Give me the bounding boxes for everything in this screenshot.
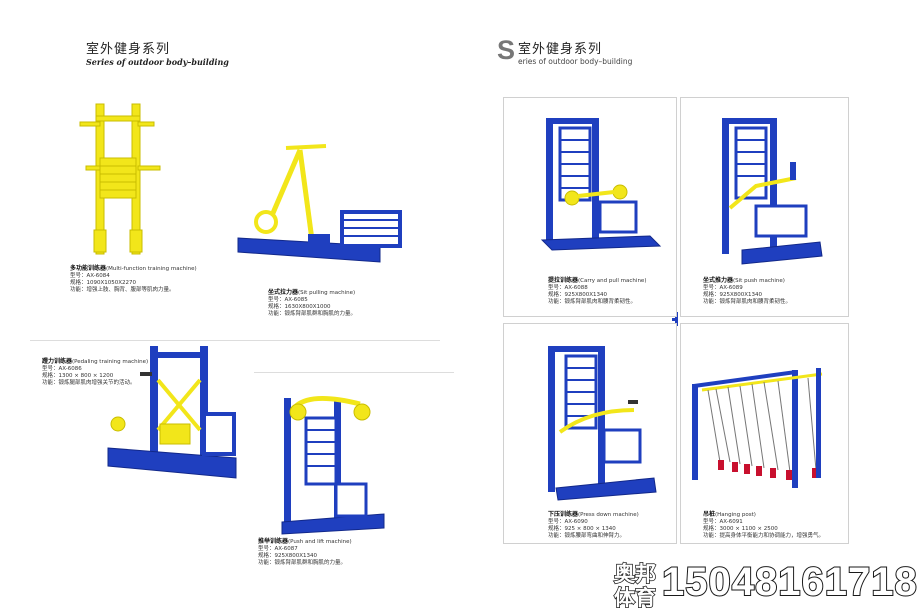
right-title-en: eries of outdoor body–building [518,57,633,66]
product-size: 规格：1090X1050X2270 [70,280,137,286]
divider-line-2 [254,372,454,373]
product-model: 型号：AX-6088 [548,285,588,291]
divider-line [30,340,440,341]
product-name: 多功能训练器 [70,265,107,272]
caption-sit-push: 坐式推力器(Sit push machine) 型号：AX-6089 规格：92… [703,277,791,306]
product-size: 规格：3000 × 1100 × 2500 [703,526,778,532]
product-name-en: (Carry and pull machine) [578,278,647,284]
left-title-en: Series of outdoor body–building [86,57,229,67]
product-name: 推举训练器 [258,538,289,545]
product-model: 型号：AX-6087 [258,546,298,552]
product-name-en: (Sit pulling machine) [298,290,356,296]
product-name-en: (Sit push machine) [733,278,785,284]
caption-press-down: 下压训练器(Press down machine) 型号：AX-6090 规格：… [548,511,639,540]
cross-accent-v [675,312,678,326]
pedaling-machine-illustration [107,346,237,479]
product-model: 型号：AX-6085 [268,297,308,303]
caption-hanging-post: 吊桩(Hanging post) 型号：AX-6091 规格：3000 × 11… [703,511,824,540]
caption-pedaling: 蹬力训练器(Pedaling training machine) 型号：AX-6… [42,358,148,387]
product-size: 规格：925X800X1340 [548,292,608,298]
product-function: 功能：锻炼臂部肌肉和腰背柔韧性。 [548,299,637,305]
sit-push-machine-illustration [722,118,823,265]
caption-multi-function: 多功能训练器(Multi-function training machine) … [70,265,197,294]
product-function: 功能：增强上肢、胸背、腹部等肌肉力量。 [70,287,175,293]
watermark-brand-line1: 奥邦 [613,562,657,586]
product-function: 功能：锻炼腿部肌肉增强关节的活动。 [42,380,136,386]
series-initial: S [497,35,516,65]
product-name-en: (Push and lift machine) [288,539,352,545]
product-name-en: (Hanging post) [715,512,756,518]
left-title-cn: 室外健身系列 [86,42,171,57]
product-name: 提拉训练器 [548,277,579,284]
product-name: 吊桩 [703,511,716,518]
caption-carry-pull: 提拉训练器(Carry and pull machine) 型号：AX-6088… [548,277,646,306]
caption-push-lift: 推举训练器(Push and lift machine) 型号：AX-6087 … [258,538,352,567]
product-model: 型号：AX-6090 [548,519,588,525]
product-size: 规格：925X800X1340 [258,553,318,559]
product-name: 坐式推力器 [703,277,734,284]
product-function: 功能：锻炼臂部肌群和胸肌的力量。 [258,560,347,566]
sit-pulling-machine-illustration [237,144,402,263]
caption-sit-pulling: 坐式拉力器(Sit pulling machine) 型号：AX-6085 规格… [268,289,356,318]
product-function: 功能：锻炼臂部肌肉和腰背柔韧性。 [703,299,792,305]
hanging-post-illustration [692,368,823,488]
product-size: 规格：925 × 800 × 1340 [548,526,616,532]
watermark-brand-line2: 体育 [613,586,657,610]
push-lift-machine-illustration [281,395,385,535]
product-model: 型号：AX-6091 [703,519,743,525]
product-size: 规格：1630X800X1000 [268,304,331,310]
product-model: 型号：AX-6084 [70,273,110,279]
product-name-en: (Pedaling training machine) [72,359,149,365]
product-function: 功能：提高身体平衡能力和协调能力，增强勇气。 [703,533,825,539]
series-initial-logo: S [497,36,517,64]
watermark-phone: 15048161718 [661,559,918,605]
product-name: 坐式拉力器 [268,289,299,296]
product-function: 功能：锻炼臂部肌群和胸肌的力量。 [268,311,357,317]
press-down-machine-illustration [548,346,657,501]
product-name: 下压训练器 [548,511,579,518]
product-size: 规格：1300 × 800 × 1200 [42,373,114,379]
product-name-en: (Multi-function training machine) [106,266,197,272]
product-name: 蹬力训练器 [42,358,73,365]
product-function: 功能：锻炼腰部弯曲和伸臂力。 [548,533,626,539]
multi-function-machine-illustration [79,103,161,255]
product-model: 型号：AX-6086 [42,366,82,372]
product-size: 规格：925X800X1340 [703,292,763,298]
carry-pull-machine-illustration [540,118,662,251]
product-name-en: (Press down machine) [578,512,639,518]
product-model: 型号：AX-6089 [703,285,743,291]
right-title-cn: 室外健身系列 [518,42,603,57]
